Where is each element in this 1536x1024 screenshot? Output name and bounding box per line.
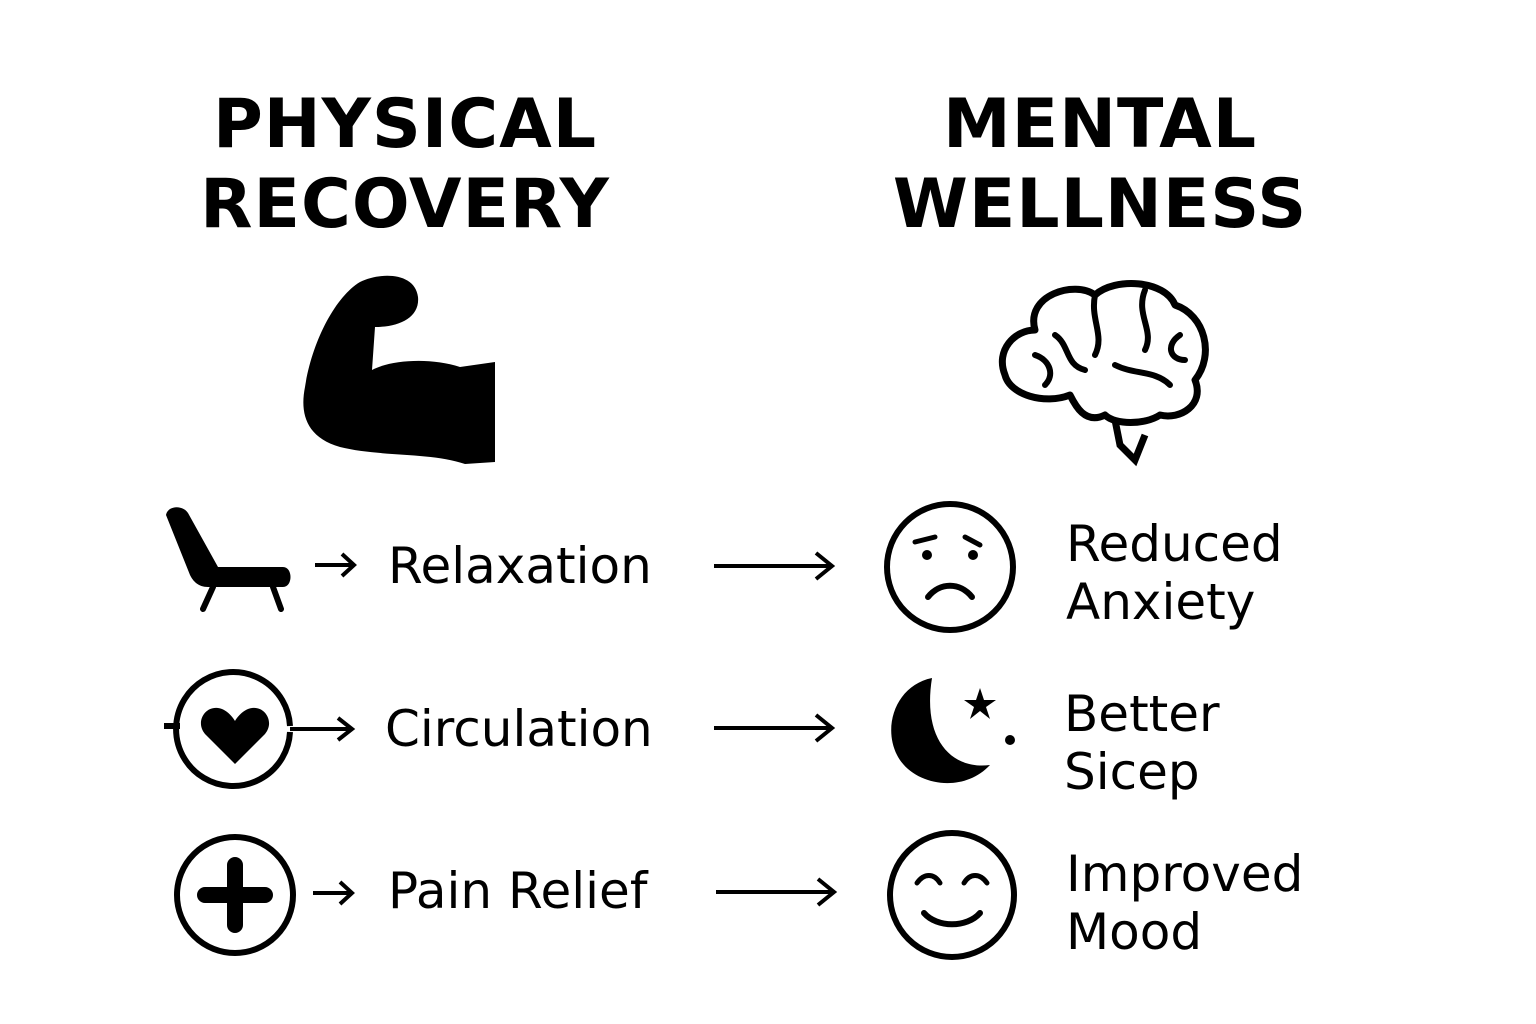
small-arrow-icon [315,552,357,578]
result-line: Mood [1066,903,1203,961]
result-label: Better Sicep [1064,685,1220,801]
plus-circle-icon [174,834,296,956]
worried-face-icon [884,501,1016,633]
brain-icon [998,280,1209,467]
title-line: PHYSICAL [212,85,598,164]
heart-circle-icon [164,669,356,789]
physical-recovery-title: PHYSICAL RECOVERY [155,85,655,245]
result-line: Sicep [1064,743,1200,801]
title-line: MENTAL [942,85,1258,164]
result-line: Improved [1066,845,1304,903]
mental-wellness-title: MENTAL WELLNESS [850,85,1350,245]
result-line: Reduced [1066,515,1283,573]
title-line: RECOVERY [200,165,610,244]
lounge-chair-icon [166,507,291,612]
long-arrow-icon [716,877,838,907]
result-label: Reduced Anxiety [1066,515,1283,631]
result-line: Better [1064,685,1220,743]
small-arrow-icon [313,880,355,906]
long-arrow-icon [714,551,836,581]
flexed-bicep-icon [303,275,495,464]
cause-label: Pain Relief [388,862,648,920]
result-label: Improved Mood [1066,845,1303,961]
smiling-face-icon [887,830,1017,960]
long-arrow-icon [714,713,836,743]
cause-label: Circulation [385,700,653,758]
title-line: WELLNESS [892,165,1308,244]
cause-label: Relaxation [388,537,652,595]
result-line: Anxiety [1066,573,1256,631]
moon-star-icon [891,678,1015,784]
